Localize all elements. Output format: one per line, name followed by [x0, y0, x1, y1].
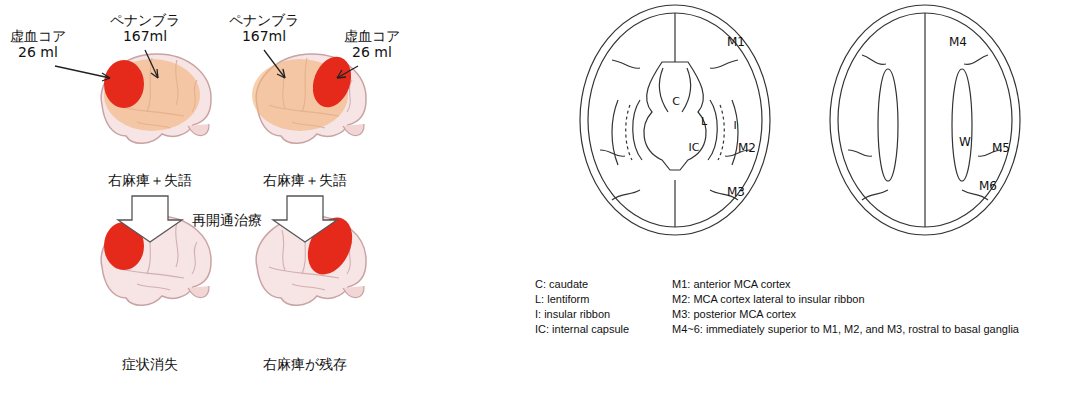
core — [306, 51, 358, 112]
annotation: 右麻痺が残存 — [263, 356, 347, 372]
region-label: M4 — [949, 36, 967, 50]
annotation: ペナンブラ 167ml — [105, 12, 185, 44]
core — [104, 60, 144, 108]
legend-text: L: lentiform — [535, 293, 589, 306]
region-label: M1 — [727, 36, 745, 50]
region-label: M2 — [738, 142, 756, 156]
region-label: M6 — [979, 180, 997, 194]
region-label: M5 — [992, 142, 1010, 156]
annotation: 症状消失 — [122, 356, 178, 372]
brain — [101, 54, 211, 143]
leader — [55, 50, 358, 81]
annotation: 右麻痺＋失語 — [108, 172, 192, 188]
annotation: 右麻痺＋失語 — [263, 172, 347, 188]
ct-axial-basal — [580, 5, 770, 235]
legend-text: M3: posterior MCA cortex — [672, 308, 796, 321]
region-label: C — [672, 96, 680, 109]
region-label: M3 — [727, 186, 745, 200]
legend-text: I: insular ribbon — [535, 308, 610, 321]
region-label: L — [701, 116, 707, 129]
block-arrow — [273, 196, 337, 242]
region-label: I — [733, 120, 736, 133]
legend-text: M4~6: immediately superior to M1, M2, an… — [672, 323, 1019, 336]
legend-text: IC: internal capsule — [535, 323, 629, 336]
ct-axial-supra — [830, 5, 1020, 235]
block-arrow — [118, 196, 182, 242]
annotation: 虚血コア 26 ml — [7, 28, 69, 60]
region-label: W — [959, 136, 971, 150]
legend-text: M2: MCA cortex lateral to insular ribbon — [672, 293, 865, 306]
annotation: 再開通治療 — [192, 212, 262, 228]
legend-text: M1: anterior MCA cortex — [672, 278, 791, 291]
annotation: ペナンブラ 167ml — [224, 12, 304, 44]
region-label: IC — [689, 142, 700, 155]
penumbra — [104, 59, 200, 131]
annotation: 虚血コア 26 ml — [341, 28, 403, 60]
legend-text: C: caudate — [535, 278, 588, 291]
